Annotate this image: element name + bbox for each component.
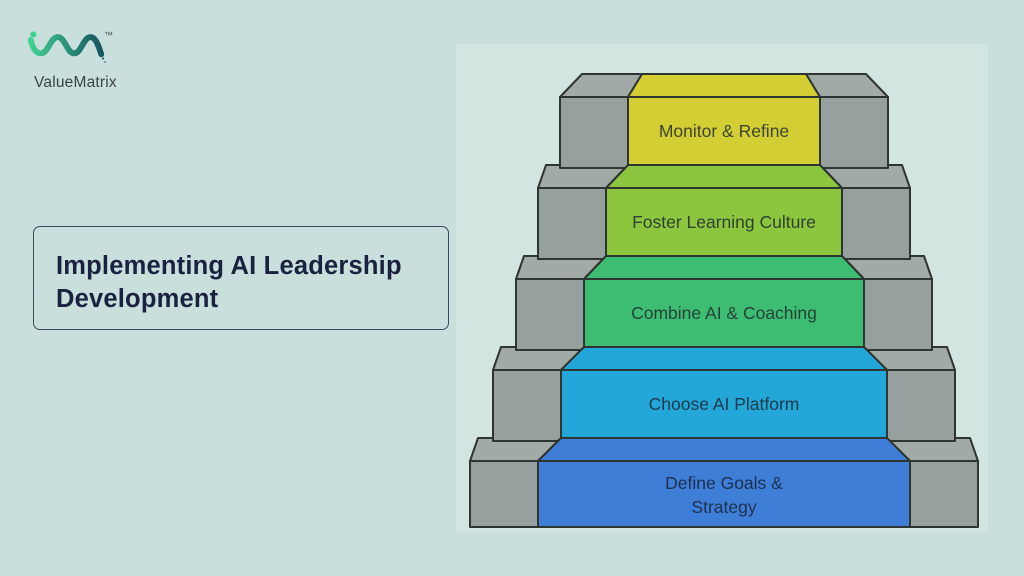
- tread-monitor-refine: [627, 73, 821, 98]
- label-foster-learning: Foster Learning Culture: [632, 212, 816, 232]
- face-define-goals-strategy: [537, 460, 911, 528]
- trademark-symbol: ™: [104, 30, 113, 40]
- page-title: Implementing AI Leadership Development: [56, 250, 430, 316]
- side-front-left-4: [537, 187, 607, 260]
- side-front-right-3: [863, 278, 933, 351]
- side-front-right-1: [909, 460, 979, 528]
- step-treads: [537, 73, 911, 462]
- face-choose-ai-platform: [560, 369, 888, 439]
- step-labels: Monitor & Refine Foster Learning Culture…: [631, 121, 817, 517]
- side-block-fronts: [469, 73, 979, 528]
- side-front-left-1: [469, 460, 539, 528]
- side-front-right-2: [886, 369, 956, 442]
- tread-choose-ai-platform: [560, 346, 888, 371]
- side-front-right-4: [841, 187, 911, 260]
- label-combine-ai-coaching: Combine AI & Coaching: [631, 303, 817, 323]
- face-monitor-refine: [627, 96, 821, 166]
- side-front-left-3: [515, 278, 585, 351]
- side-front-left-2: [492, 369, 562, 442]
- tread-define-goals-strategy: [537, 437, 911, 462]
- side-front-left-5: [559, 96, 629, 169]
- label-choose-ai-platform: Choose AI Platform: [649, 394, 800, 414]
- valuematrix-logo: ™ ValueMatrix: [26, 24, 186, 100]
- label-define-goals-line2: Strategy: [691, 497, 756, 517]
- title-line-1: Implementing AI Leadership: [56, 252, 402, 280]
- label-define-goals-line1: Define Goals &: [665, 473, 783, 493]
- tread-foster-learning: [605, 164, 843, 189]
- title-line-2: Development: [56, 285, 219, 313]
- face-foster-learning: [605, 187, 843, 257]
- step-faces: [537, 96, 911, 528]
- logo-wave-icon: [27, 31, 106, 63]
- title-box: Implementing AI Leadership Development: [33, 226, 449, 330]
- brand-name: ValueMatrix: [34, 74, 117, 91]
- side-front-right-5: [819, 96, 889, 169]
- face-combine-ai-coaching: [583, 278, 865, 348]
- tread-combine-ai-coaching: [583, 255, 865, 280]
- label-monitor-refine: Monitor & Refine: [659, 121, 789, 141]
